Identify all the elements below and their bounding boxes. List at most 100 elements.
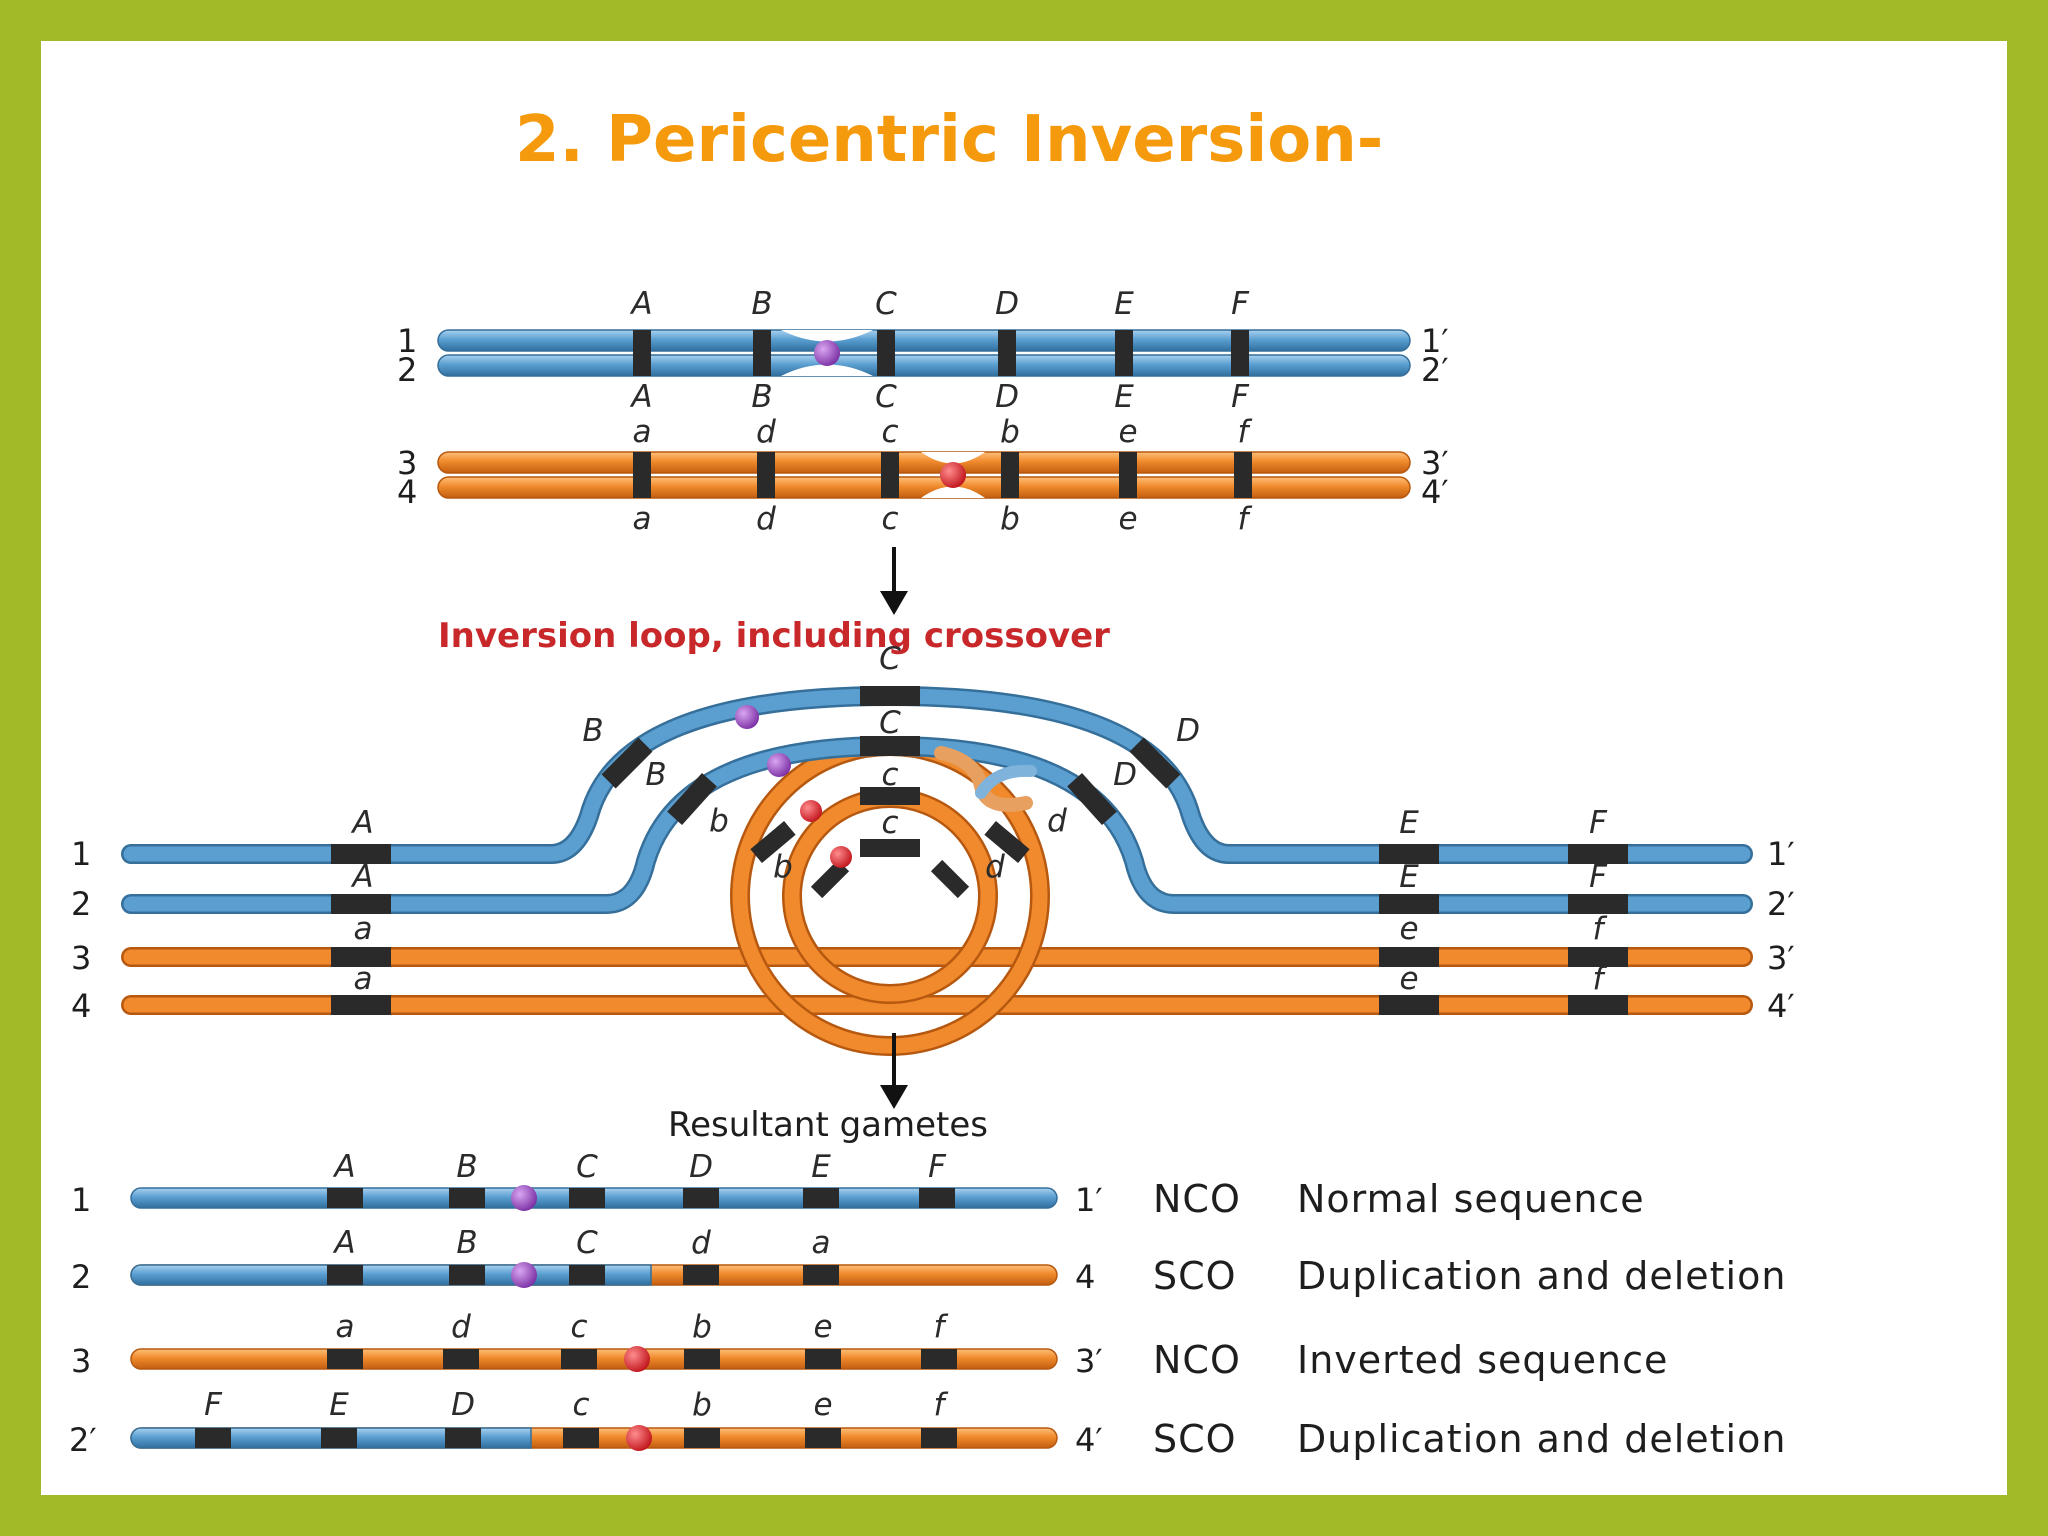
gamete-3-gene: d (451, 1309, 471, 1345)
loop-label-2: 2 (71, 885, 91, 923)
top-label-1: 1 (397, 322, 417, 360)
loop-label-D1: D (1176, 713, 1200, 749)
loop-label-f3: f (1593, 911, 1608, 947)
loop-label-d4: d (985, 849, 1005, 885)
gamete-1-gene: D (689, 1149, 713, 1185)
top-gene-b-upper: b (1000, 414, 1020, 450)
top-chromosome-1 (437, 329, 1411, 352)
loop-label-F1: F (1589, 805, 1608, 841)
top-orange-band-a (633, 452, 651, 498)
loop-band-b4 (810, 859, 850, 899)
gamete-1-gene: B (456, 1149, 477, 1185)
top-gene-a-lower: a (633, 501, 652, 537)
gamete-4-gene: b (692, 1387, 712, 1423)
loop-band-D2 (1067, 772, 1117, 826)
loop-label-A1: A (350, 805, 373, 841)
down-arrow-1 (880, 547, 908, 615)
top-gene-F-lower: F (1231, 379, 1250, 415)
gamete-4-gene: E (329, 1387, 349, 1423)
gamete-1-gene: F (928, 1149, 947, 1185)
top-gene-B-upper: B (751, 286, 772, 322)
top-orange-band-e (1119, 452, 1137, 498)
gamete-1-left-label: 1 (71, 1181, 91, 1219)
loop-label-A2: A (350, 859, 373, 895)
loop-band-E1 (1379, 844, 1439, 864)
top-gene-A-lower: A (629, 379, 652, 415)
loop-band-B1 (601, 737, 653, 789)
loop-label-C2: C (879, 705, 901, 741)
pericentric-inversion-diagram: 2. Pericentric Inversion- 1 2 1′ (69, 103, 1795, 1461)
top-orange-band-f (1234, 452, 1252, 498)
gamete-4-gene: F (204, 1387, 223, 1423)
loop-label-d3: d (1047, 803, 1067, 839)
top-gene-c-upper: c (881, 414, 898, 450)
top-label-3-prime: 3′ (1421, 444, 1449, 482)
loop-band-B2 (667, 772, 717, 826)
gamete-4-centromere (626, 1425, 652, 1451)
loop-band-C1 (860, 686, 920, 706)
loop-label-B1: B (582, 713, 603, 749)
gamete-1-right-label: 1′ (1075, 1181, 1103, 1219)
top-label-1-prime: 1′ (1421, 322, 1449, 360)
top-orange-band-b (1001, 452, 1019, 498)
gamete-3-gene: e (813, 1309, 832, 1345)
gamete-4-description: Duplication and deletion (1297, 1417, 1786, 1461)
gamete-1-centromere (511, 1185, 537, 1211)
loop-band-f4 (1568, 995, 1628, 1015)
loop-label-a3: a (354, 911, 373, 947)
top-chromosome-3 (437, 451, 1411, 474)
gamete-1-gene: A (332, 1149, 355, 1185)
gamete-3-gene: c (570, 1309, 587, 1345)
loop-label-a4: a (354, 961, 373, 997)
loop-label-4-prime: 4′ (1767, 987, 1795, 1025)
top-chromosomes: 1 2 1′ 2′ 3 4 3′ 4′ A B C D E F A B C D … (397, 286, 1449, 537)
page-title: 2. Pericentric Inversion- (515, 103, 1383, 177)
loop-label-4: 4 (71, 987, 91, 1025)
loop-label-1: 1 (71, 835, 91, 873)
inversion-loop-heading: Inversion loop, including crossover (438, 616, 1110, 656)
top-blue-band-B (753, 330, 771, 376)
loop-label-3: 3 (71, 939, 91, 977)
loop-label-b4: b (773, 849, 793, 885)
gamete-2-gene: d (691, 1225, 711, 1261)
loop-label-F2: F (1589, 859, 1608, 895)
top-chromosome-4 (437, 476, 1411, 499)
top-chromosome-2 (437, 354, 1411, 377)
top-gene-a-upper: a (633, 414, 652, 450)
gamete-2-gene: a (812, 1225, 831, 1261)
loop-centromere-blue-1 (735, 705, 759, 729)
gamete-3-type: NCO (1153, 1338, 1241, 1382)
top-blue-band-C (877, 330, 895, 376)
top-gene-F-upper: F (1231, 286, 1250, 322)
gamete-2-centromere (511, 1262, 537, 1288)
loop-band-a4 (331, 995, 391, 1015)
top-gene-D-upper: D (995, 286, 1019, 322)
loop-band-a3 (331, 947, 391, 967)
top-gene-e-upper: e (1118, 414, 1137, 450)
top-gene-E-upper: E (1114, 286, 1134, 322)
gamete-2-right-label: 4 (1075, 1258, 1095, 1296)
loop-bands (331, 686, 1628, 1015)
top-label-4: 4 (397, 473, 417, 511)
loop-band-c4 (860, 839, 920, 857)
gamete-4-gene: D (451, 1387, 475, 1423)
loop-label-D2: D (1113, 757, 1137, 793)
loop-band-e4 (1379, 995, 1439, 1015)
loop-centromere-blue-2 (767, 753, 791, 777)
top-gene-B-lower: B (751, 379, 772, 415)
gamete-3-description: Inverted sequence (1297, 1338, 1668, 1382)
gamete-4-type: SCO (1153, 1417, 1237, 1461)
gamete-2-description: Duplication and deletion (1297, 1254, 1786, 1298)
gamete-3-gene: a (336, 1309, 355, 1345)
loop-label-E2: E (1399, 859, 1419, 895)
loop-band-e3 (1379, 947, 1439, 967)
loop-band-F2 (1568, 894, 1628, 914)
gamete-4-right-label: 4′ (1075, 1421, 1103, 1459)
top-blue-band-A (633, 330, 651, 376)
gamete-1-description: Normal sequence (1297, 1177, 1645, 1221)
loop-band-f3 (1568, 947, 1628, 967)
loop-band-d3 (984, 820, 1030, 864)
gamete-3-gene: f (934, 1309, 949, 1345)
top-orange-band-c (881, 452, 899, 498)
top-gene-f-lower: f (1238, 501, 1253, 537)
